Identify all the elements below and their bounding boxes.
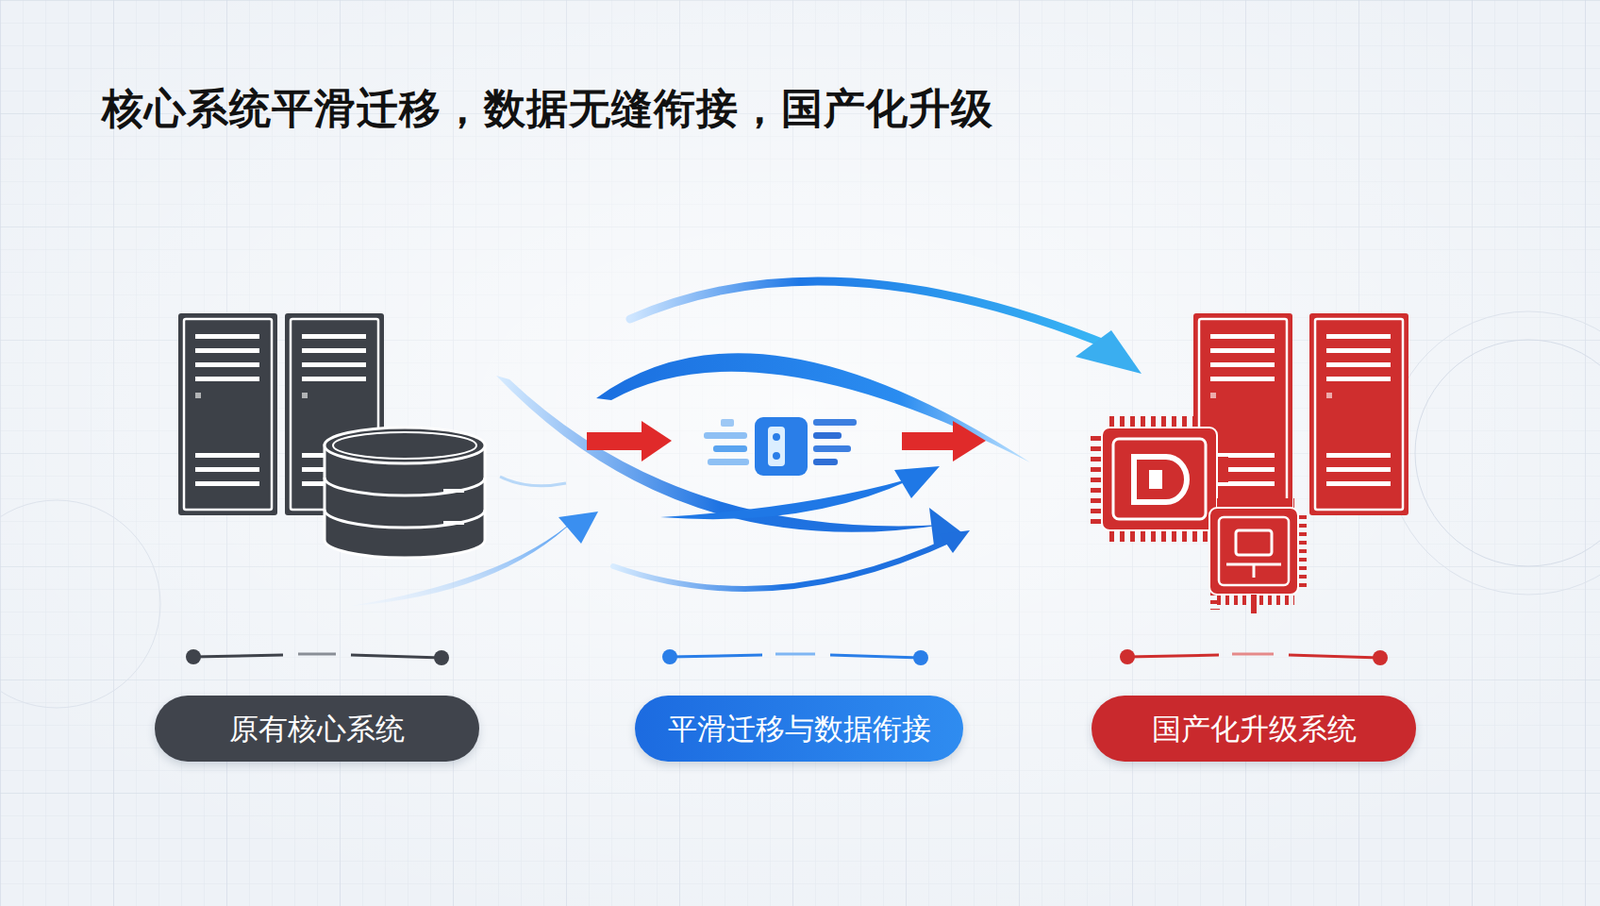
domestic-chip-icon xyxy=(1109,530,1210,542)
domestic-chip-icon xyxy=(1113,438,1206,519)
dot-connector xyxy=(1119,649,1135,665)
migration-arcs xyxy=(660,476,917,519)
domestic-chip-icon xyxy=(1149,469,1163,489)
dot-connector xyxy=(913,650,929,666)
stage-label: 国产化升级系统 xyxy=(1151,710,1357,747)
migration-arcs xyxy=(596,352,1031,463)
sync-icon xyxy=(707,458,750,466)
dot-connector xyxy=(1372,650,1388,666)
sync-icon xyxy=(813,418,857,426)
domestic-chip-icon xyxy=(1096,421,1302,614)
stage-label: 平滑迁移与数据衔接 xyxy=(667,710,932,747)
dot-connector xyxy=(775,652,816,656)
domestic-chip-icon xyxy=(1209,507,1299,595)
dot-connector xyxy=(830,654,921,658)
flow-arrow-red xyxy=(952,420,986,462)
dot-connector xyxy=(669,654,763,657)
domestic-chip-icon xyxy=(1252,564,1256,578)
migration-arcs xyxy=(613,537,955,589)
sync-icon xyxy=(767,426,785,467)
dot-connector xyxy=(185,649,1388,666)
domestic-chip-icon xyxy=(1250,594,1257,614)
dot-connector xyxy=(433,650,450,666)
sync-icon xyxy=(713,445,748,452)
domestic-server-icon xyxy=(1309,313,1409,516)
sync-icon xyxy=(754,416,808,476)
diagram-title: 核心系统平滑迁移，数据无缝衔接，国产化升级 xyxy=(101,83,994,134)
stage-label: 原有核心系统 xyxy=(229,710,405,747)
migration-arcs xyxy=(894,466,940,499)
flow-arrow-red xyxy=(641,420,672,462)
database-icon xyxy=(324,427,485,558)
sync-icon xyxy=(813,458,838,466)
database-icon xyxy=(443,488,465,493)
stage-label-pill: 国产化升级系统 xyxy=(1091,695,1417,762)
stage-label-pill: 平滑迁移与数据衔接 xyxy=(634,695,964,762)
legacy-server-icon xyxy=(178,313,278,516)
domestic-chip-icon xyxy=(1218,516,1289,585)
dot-connector xyxy=(1232,652,1274,656)
migration-arcs xyxy=(500,476,567,486)
domestic-chip-icon xyxy=(1090,435,1102,525)
stage-label-pill: 原有核心系统 xyxy=(154,695,480,762)
database-icon xyxy=(324,427,485,464)
database-icon xyxy=(333,432,477,459)
domestic-chip-icon xyxy=(1133,456,1187,502)
domestic-chip-icon xyxy=(1109,416,1210,428)
migration-arcs xyxy=(350,516,578,606)
sync-icon xyxy=(813,445,851,452)
sync-icon xyxy=(703,416,857,476)
flow-arrow-red xyxy=(586,432,644,450)
database-icon xyxy=(324,477,485,496)
grid-background xyxy=(0,500,161,708)
sync-icon xyxy=(772,433,781,441)
migration-arcs xyxy=(630,281,1114,348)
migration-arcs xyxy=(496,375,944,533)
domestic-chip-icon xyxy=(1235,530,1272,555)
sync-icon xyxy=(703,432,748,439)
dot-connector xyxy=(193,654,284,657)
dot-connector xyxy=(1127,654,1219,657)
domestic-server-icon xyxy=(1193,313,1409,516)
domestic-chip-icon xyxy=(1101,427,1217,531)
dot-connector xyxy=(350,654,442,658)
dot-connector xyxy=(298,652,336,656)
flow-arrow-red xyxy=(901,432,955,450)
sync-icon xyxy=(813,432,842,439)
database-icon xyxy=(324,509,485,528)
migration-arcs xyxy=(558,511,599,544)
sync-icon xyxy=(772,451,781,460)
sync-icon xyxy=(720,418,734,427)
dot-connector xyxy=(662,649,678,665)
database-icon xyxy=(443,520,465,525)
dot-connector xyxy=(185,649,201,665)
migration-arcs xyxy=(1075,330,1142,374)
migration-arcs xyxy=(939,530,970,553)
grid-background xyxy=(1415,339,1600,567)
grid-background xyxy=(1386,311,1600,595)
dot-connector xyxy=(1288,654,1381,658)
migration-arcs xyxy=(350,281,1142,606)
domestic-chip-icon xyxy=(1216,498,1295,508)
